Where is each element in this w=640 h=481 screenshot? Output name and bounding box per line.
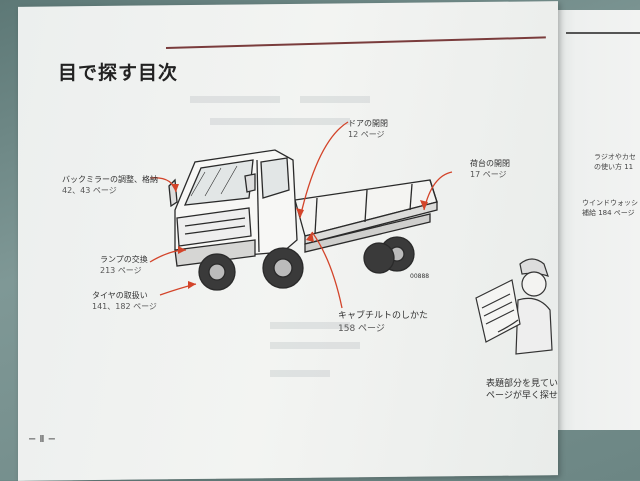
callout-page: 213 ページ	[100, 266, 142, 275]
callout-title: ドアの開閉	[348, 119, 388, 128]
callout-title: 荷台の開閉	[470, 159, 510, 168]
right-page-item: ウインドウォッシ 補給 184 ページ	[582, 198, 638, 218]
right-page	[548, 10, 640, 430]
reader-illustration	[475, 258, 553, 355]
callout-door: ドアの開閉 12 ページ	[348, 118, 388, 140]
callout-title: キャブチルトのしかた	[338, 311, 429, 321]
callout-title: バックミラーの調整、格納	[62, 175, 158, 184]
callout-page: 12 ページ	[348, 130, 385, 139]
bleed-through	[270, 342, 360, 349]
bleed-through	[210, 118, 350, 125]
diagram-code: 00888	[410, 273, 430, 280]
bleed-through	[270, 370, 330, 377]
callout-lamp: ランプの交換 213 ページ	[100, 254, 148, 276]
bleed-through	[190, 96, 280, 103]
right-page-line: 補給 184 ページ	[582, 209, 635, 217]
callout-cargo: 荷台の開閉 17 ページ	[470, 158, 510, 180]
page-title: 目で探す目次	[58, 62, 179, 84]
caption: 表題部分を見てい ページが早く探せ	[486, 378, 558, 402]
truck-illustration	[168, 149, 438, 291]
callout-page: 141、182 ページ	[92, 302, 157, 311]
caption-line: ページが早く探せ	[486, 391, 558, 401]
callout-tilt: キャブチルトのしかた 158 ページ	[338, 310, 428, 336]
right-page-line: ラジオやカセ	[594, 153, 636, 161]
callout-title: タイヤの取扱い	[92, 291, 148, 300]
callout-page: 42、43 ページ	[62, 186, 117, 195]
right-page-rule	[566, 32, 640, 34]
callout-page: 158 ページ	[338, 324, 385, 334]
bleed-through	[270, 322, 350, 329]
callout-title: ランプの交換	[100, 255, 148, 264]
callout-page: 17 ページ	[470, 170, 507, 179]
caption-line: 表題部分を見てい	[486, 379, 559, 389]
right-page-line: の使い方 11	[594, 163, 634, 171]
bleed-through	[300, 96, 370, 103]
callout-tire: タイヤの取扱い 141、182 ページ	[92, 290, 157, 312]
page-number: − Ⅱ −	[28, 434, 57, 445]
right-page-item: ラジオやカセ の使い方 11	[594, 152, 636, 172]
right-page-line: ウインドウォッシ	[582, 199, 638, 207]
callout-mirror: バックミラーの調整、格納 42、43 ページ	[62, 174, 158, 196]
